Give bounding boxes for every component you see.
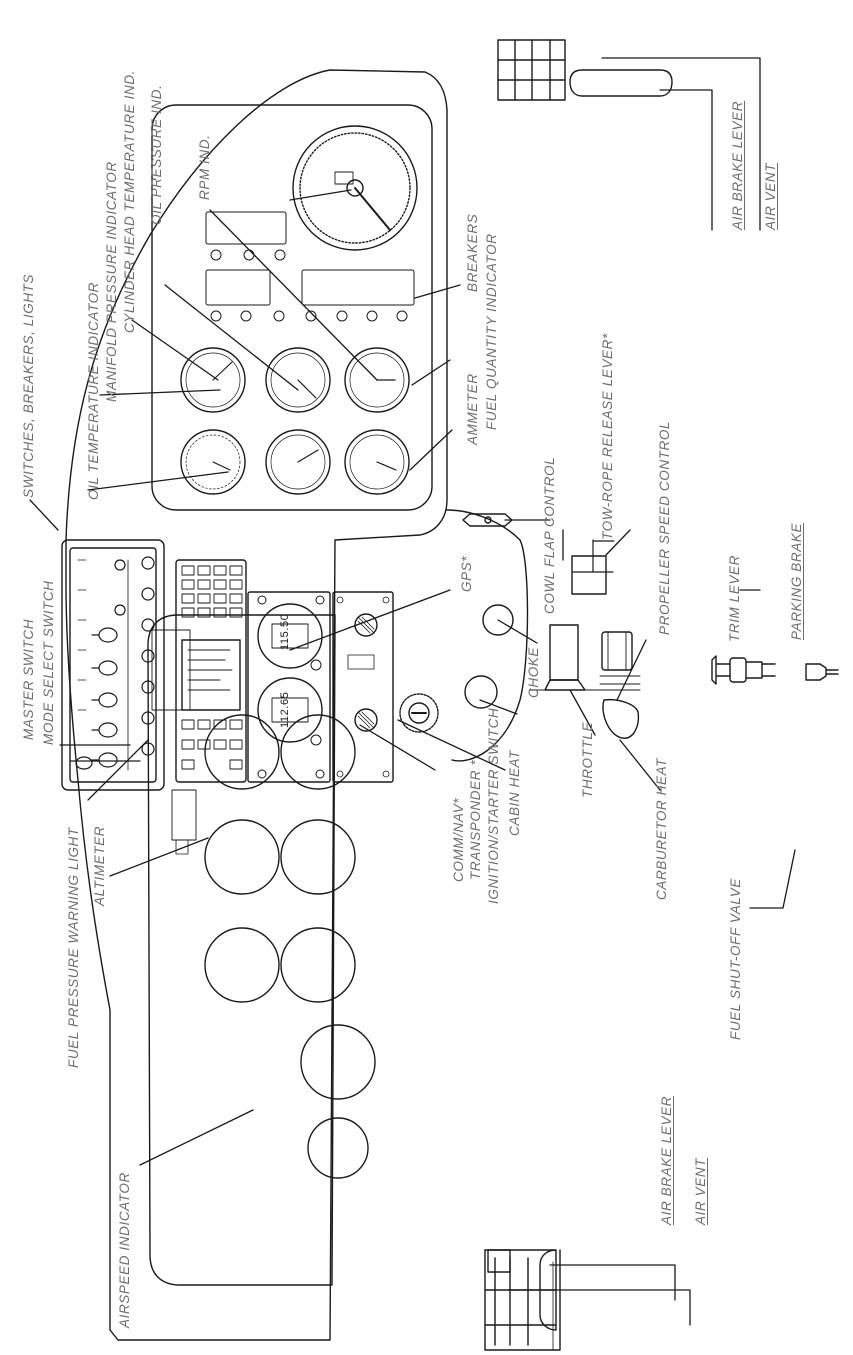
breaker-strips (205, 211, 415, 322)
transponder-unit (332, 591, 394, 783)
placard-middle (171, 789, 197, 841)
toggle-switches (75, 627, 118, 770)
propeller-speed-control-lever (601, 631, 633, 671)
throttle-lever (549, 624, 579, 681)
switch-panel (61, 539, 165, 791)
placard-top (151, 629, 191, 711)
rpm-gauge-outer (292, 125, 418, 251)
trim-lever (711, 655, 776, 685)
nav-display-dial (257, 677, 323, 743)
rpm-gauge-inner (299, 132, 411, 244)
transponder-knob-bottom (354, 708, 378, 732)
switch-row-circles (114, 556, 155, 756)
gps-unit (175, 559, 247, 783)
pedestal-outline (446, 509, 529, 762)
engine-gauge-subpanel (151, 104, 433, 511)
panel-outline (65, 69, 448, 1341)
comm-nav-radio (247, 591, 331, 783)
air-brake-lever-right (569, 69, 673, 97)
air-vent-right (497, 39, 566, 101)
ignition-starter-switch (399, 693, 439, 733)
flight-instrument-dials (204, 714, 376, 1179)
air-brake-lever-left (539, 1249, 557, 1331)
comm-display-dial (257, 603, 323, 669)
choke-knob (482, 604, 514, 636)
engine-gauge-dials (180, 347, 410, 495)
leader-lines (29, 57, 796, 1326)
flight-instrument-subpanel (147, 614, 336, 1286)
parking-brake (805, 663, 839, 681)
cabin-heat-knob (464, 675, 498, 709)
air-vent-left (484, 1249, 561, 1351)
carburetor-heat-knob (602, 698, 640, 739)
